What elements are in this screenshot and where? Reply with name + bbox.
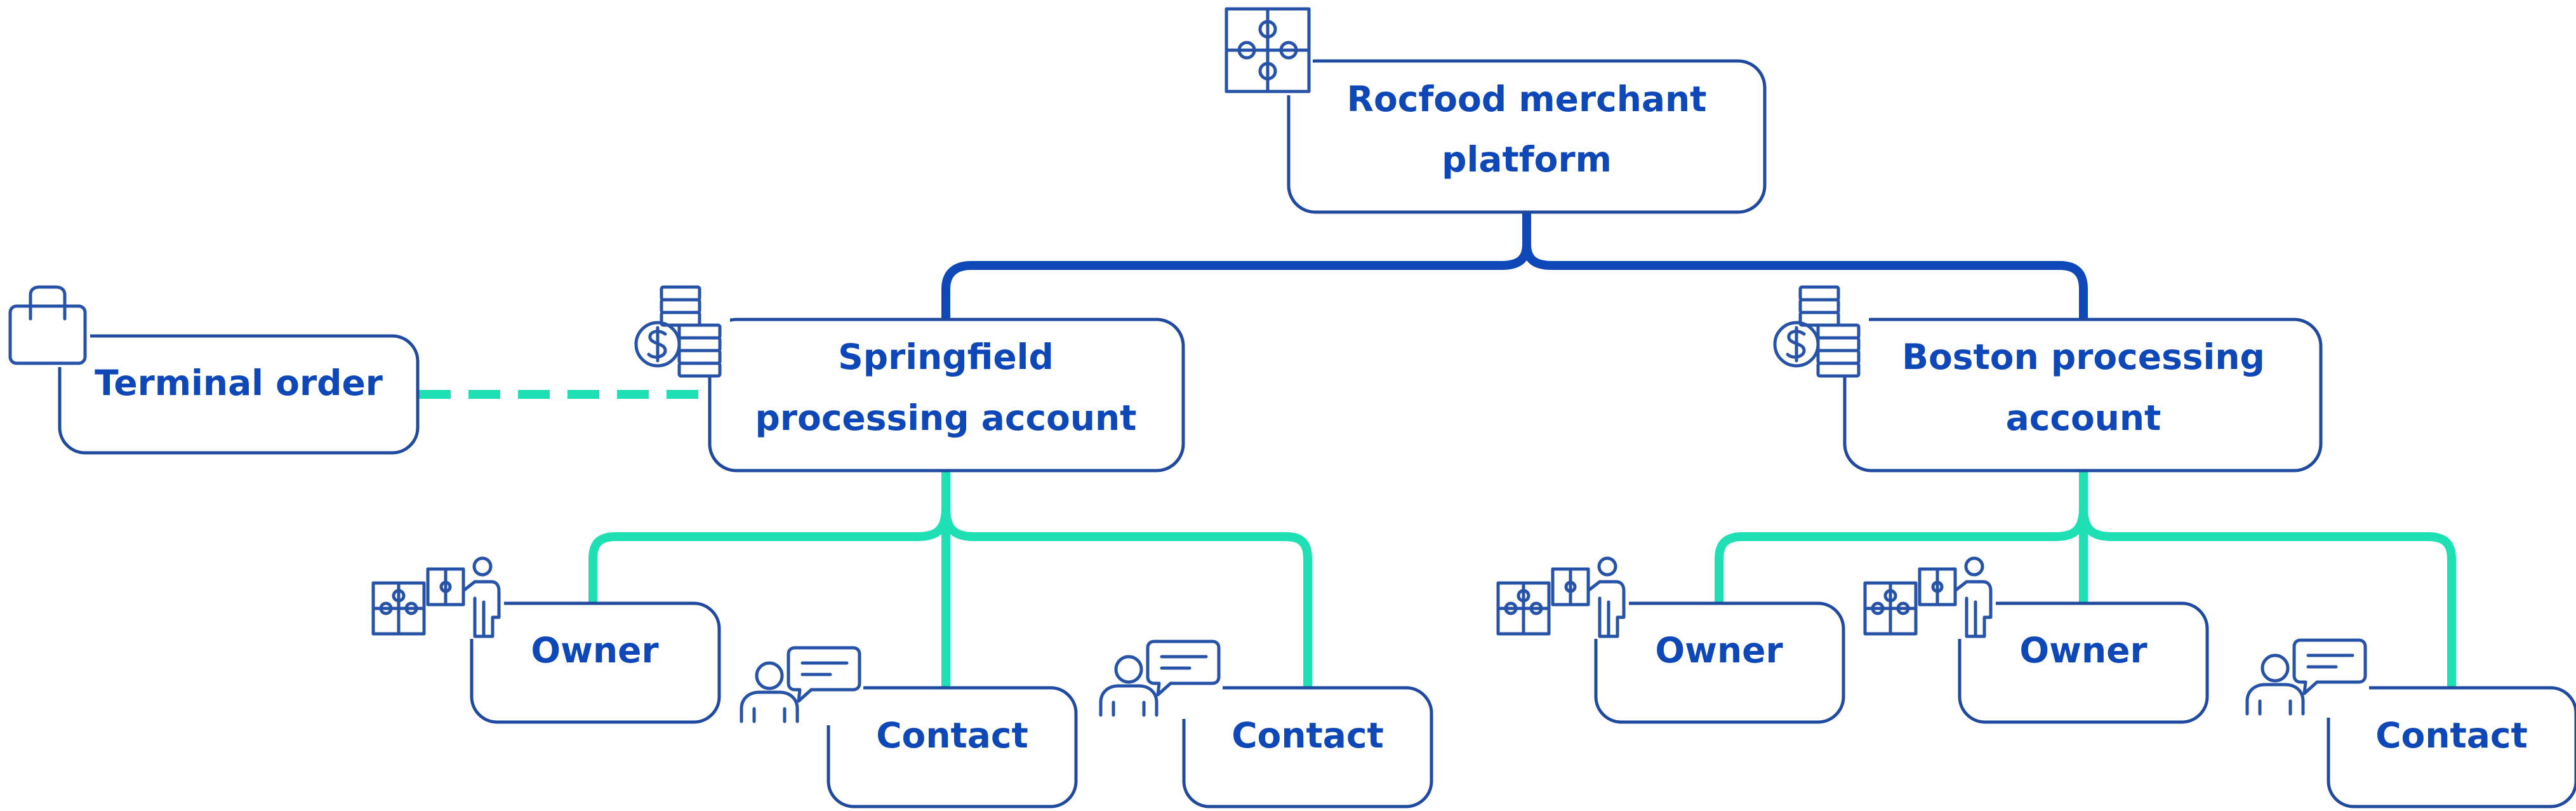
puzzle-icon [1223,5,1313,95]
boston-owner-node-1[interactable]: Owner [1496,555,1845,724]
terminal-order-node[interactable]: Terminal order [6,283,420,455]
springfield-owner-node[interactable]: Owner [371,555,721,724]
person-chat-icon [1098,639,1223,719]
springfield-label-line2: processing account [755,398,1137,438]
springfield-owner-label: Owner [531,630,658,671]
springfield-label-line1: Springfield [838,337,1054,377]
platform-label-line2: platform [1442,139,1612,180]
person-puzzle-icon [1862,555,1996,639]
connector-platform-to-accounts [941,213,2088,319]
boston-contact-node[interactable]: Contact [2245,638,2576,808]
boston-owner-2-label: Owner [2019,630,2147,671]
springfield-contact-node-1[interactable]: Contact [739,645,1078,808]
person-chat-icon [2245,638,2369,718]
boston-owner-1-label: Owner [1655,630,1783,671]
connector-springfield-to-children [588,471,1312,688]
shopping-bag-icon [6,283,90,367]
springfield-contact-1-label: Contact [876,715,1028,756]
boston-owner-node-2[interactable]: Owner [1862,555,2209,724]
terminal-order-label: Terminal order [95,363,383,403]
person-puzzle-icon [371,555,504,639]
person-puzzle-icon [1496,555,1629,639]
coins-dollar-icon [635,287,730,376]
boston-account-node[interactable]: Boston processing account [1774,287,2323,473]
platform-node[interactable]: Rocfood merchant platform [1223,5,1767,214]
boston-label-line2: account [2006,398,2161,438]
platform-label-line1: Rocfood merchant [1347,79,1707,119]
boston-contact-label: Contact [2375,715,2528,756]
boston-label-line1: Boston processing [1902,337,2265,377]
springfield-contact-2-label: Contact [1232,715,1384,756]
coins-dollar-icon [1774,287,1869,376]
person-chat-icon [739,645,863,725]
connector-boston-to-children [1715,471,2456,688]
springfield-account-node[interactable]: Springfield processing account [635,287,1185,473]
springfield-contact-node-2[interactable]: Contact [1098,639,1433,808]
